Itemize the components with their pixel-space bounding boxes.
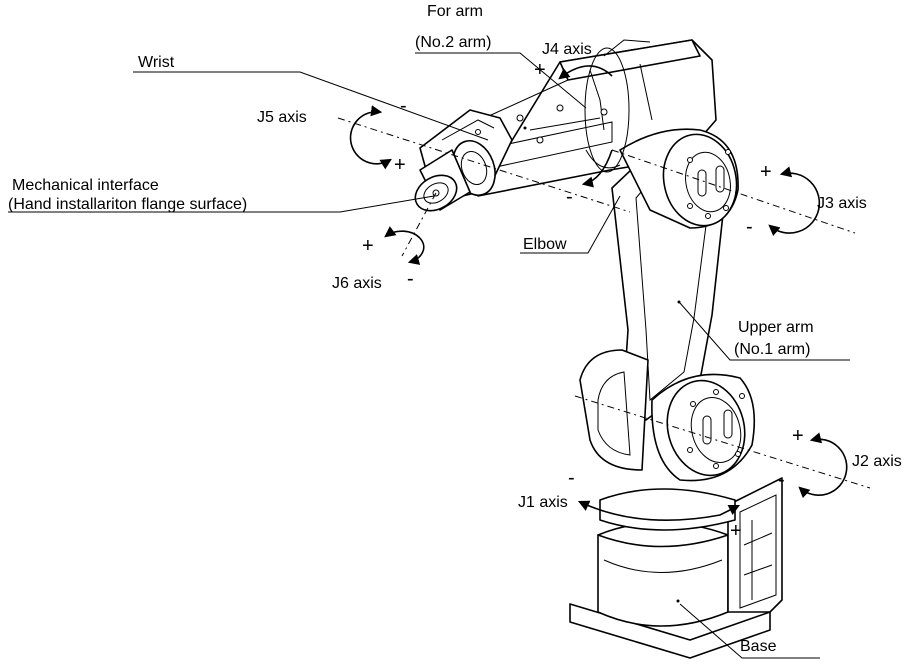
j4-axis-label: J4 axis — [542, 41, 592, 58]
for-arm-label-line1: For arm — [427, 3, 483, 20]
mech-interface-label-line2: (Hand installariton flange surface) — [8, 196, 247, 213]
j1-rotation-arrow — [577, 500, 741, 521]
robot-illustration — [414, 39, 783, 659]
j5-minus-sign: - — [400, 95, 407, 117]
j5-axis-label: J5 axis — [257, 109, 307, 126]
upper-arm-label-line1: Upper arm — [738, 319, 814, 336]
j6-plus-sign: + — [362, 235, 374, 257]
j5-plus-sign: + — [394, 154, 406, 176]
j1-minus-sign: - — [568, 467, 575, 489]
j4-rotation-arrow-lower — [581, 149, 613, 188]
j5-rotation-arrow — [349, 105, 392, 170]
rotation-arrows — [349, 65, 848, 521]
j3-plus-sign: + — [760, 161, 772, 183]
j2-rotation-arrow — [798, 432, 848, 499]
j6-minus-sign: - — [407, 268, 414, 290]
wrist-label: Wrist — [138, 54, 175, 71]
elbow-leader — [520, 195, 621, 254]
upper-arm-label-line2: (No.1 arm) — [734, 341, 810, 358]
j3-minus-sign: - — [746, 216, 753, 238]
upper-arm-leader — [679, 302, 850, 361]
for-arm-label-line2: (No.2 arm) — [415, 34, 491, 51]
j4-minus-sign: - — [566, 186, 573, 208]
base-part — [569, 477, 783, 659]
mech-interface-leader — [8, 195, 435, 213]
base-label: Base — [740, 638, 777, 655]
wrist-part — [414, 109, 513, 212]
j6-axis-label: J6 axis — [332, 275, 382, 292]
wrist-leader — [133, 71, 489, 141]
elbow-joint-part — [619, 128, 739, 229]
j3-rotation-arrow — [768, 166, 821, 237]
elbow-label: Elbow — [523, 236, 567, 253]
axis-labels: J4 axis J5 axis J3 axis J6 axis J2 axis … — [257, 41, 902, 511]
leader-lines — [8, 52, 850, 659]
j2-plus-sign: + — [792, 425, 804, 447]
j4-rotation-arrow — [558, 65, 613, 80]
j4-plus-sign: + — [534, 59, 546, 81]
base-leader — [679, 603, 820, 659]
j6-center-line — [401, 192, 437, 257]
rotation-signs: + - - + + - + - + - - + — [362, 59, 804, 542]
for-arm-leader — [415, 52, 587, 109]
j3-axis-label: J3 axis — [817, 195, 867, 212]
j2-minus-sign: - — [778, 469, 785, 491]
j4-ring-part — [584, 47, 630, 173]
j2-axis-label: J2 axis — [852, 453, 902, 470]
shoulder-joint-part — [651, 373, 756, 482]
mech-interface-label-line1: Mechanical interface — [12, 177, 159, 194]
j1-axis-label: J1 axis — [518, 494, 568, 511]
j1-plus-sign: + — [730, 520, 742, 542]
component-labels: For arm (No.2 arm) Wrist Mechanical inte… — [8, 3, 814, 655]
j6-rotation-arrow — [384, 226, 425, 265]
